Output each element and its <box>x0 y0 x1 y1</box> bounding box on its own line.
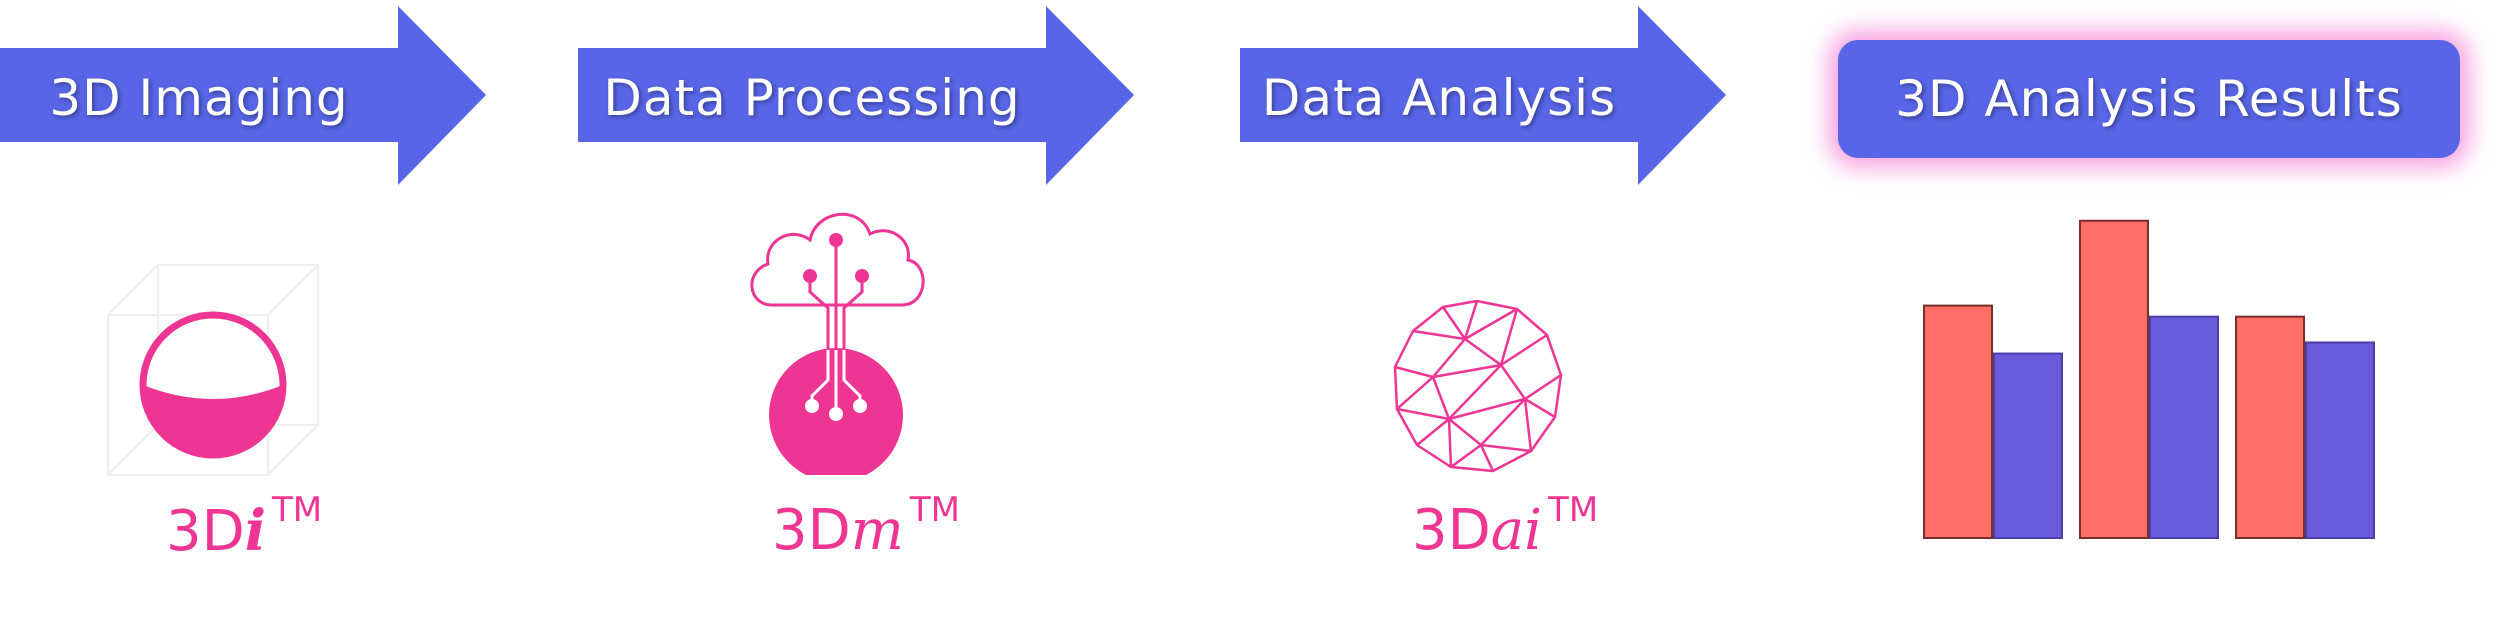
brand-prefix: 3D <box>1412 498 1491 563</box>
chart-bar-1-1 <box>2149 315 2219 539</box>
step-label: Data Processing <box>603 69 1021 127</box>
arrow-shape <box>578 6 1134 185</box>
brand-prefix: 3D <box>166 499 245 564</box>
step-arrow-processing: Data Processing <box>578 0 1138 190</box>
trademark-mark: TM <box>272 490 323 530</box>
step-label: 3D Imaging <box>49 69 349 127</box>
chart-bar-1-0 <box>2079 219 2149 540</box>
brand-suffix: i <box>244 498 267 564</box>
chart-bar-0-1 <box>1993 352 2063 539</box>
cloud-circuit-icon <box>750 212 925 475</box>
arrow-shape <box>1240 6 1726 185</box>
trademark-mark: TM <box>1548 490 1599 530</box>
brand-suffix: m <box>850 498 904 563</box>
chart-bar-2-1 <box>2305 341 2375 539</box>
result-label: 3D Analysis Results <box>1838 40 2460 158</box>
step-arrow-imaging: 3D Imaging <box>0 0 490 190</box>
brand-prefix: 3D <box>772 498 851 563</box>
step-label: Data Analysis <box>1261 69 1617 127</box>
hemisphere-in-cube-icon <box>107 264 319 476</box>
chart-bar-2-0 <box>2235 315 2305 539</box>
chart-bar-0-0 <box>1923 304 1993 539</box>
trademark-mark: TM <box>909 490 960 530</box>
arrow-shape <box>0 6 486 185</box>
step-arrow-analysis: Data Analysis <box>1240 0 1730 190</box>
bar-chart-icon <box>1923 219 2375 540</box>
geodesic-sphere-icon <box>1393 299 1563 473</box>
brand-suffix: ai <box>1490 498 1543 563</box>
